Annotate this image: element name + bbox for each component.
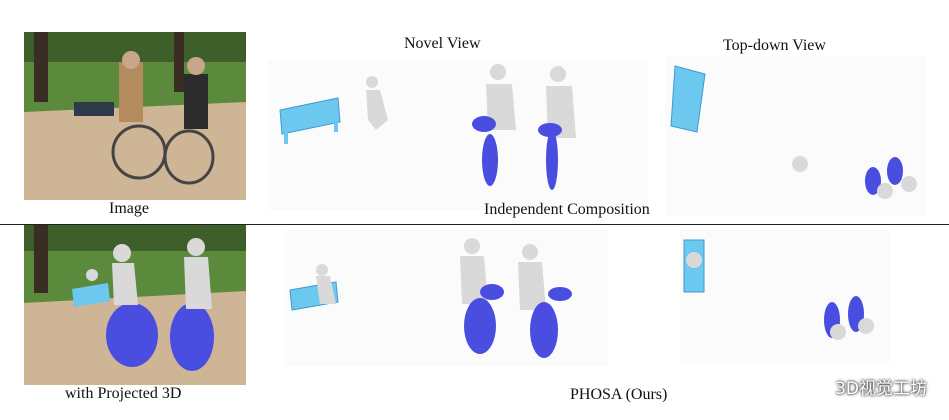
novel-view-title: Novel View — [404, 35, 481, 52]
park-scene-photo — [24, 32, 246, 200]
watermark: 3D视觉工坊 — [801, 374, 927, 401]
topdown-view-panel-2 — [680, 230, 890, 364]
park-scene-with-projection — [24, 225, 246, 385]
input-photo — [24, 32, 246, 200]
projected-3d-photo — [24, 225, 246, 385]
row2-caption: PHOSA (Ours) — [570, 386, 668, 403]
wechat-icon — [801, 377, 824, 400]
row1-caption: Independent Composition — [484, 201, 650, 218]
topdown-view-render-2 — [683, 239, 874, 340]
novel-view-render-2 — [289, 238, 572, 358]
image-caption: Image — [109, 200, 149, 217]
novel-view-panel-1 — [268, 60, 648, 210]
projected-3d-caption: with Projected 3D — [65, 385, 182, 402]
topdown-view-title: Top-down View — [723, 37, 826, 54]
row-divider — [0, 224, 949, 225]
topdown-view-panel-1 — [665, 56, 927, 216]
novel-view-panel-2 — [284, 230, 608, 366]
novel-view-render-1 — [279, 64, 576, 190]
watermark-text: 3D视觉工坊 — [835, 378, 927, 399]
topdown-view-render-1 — [670, 65, 917, 199]
